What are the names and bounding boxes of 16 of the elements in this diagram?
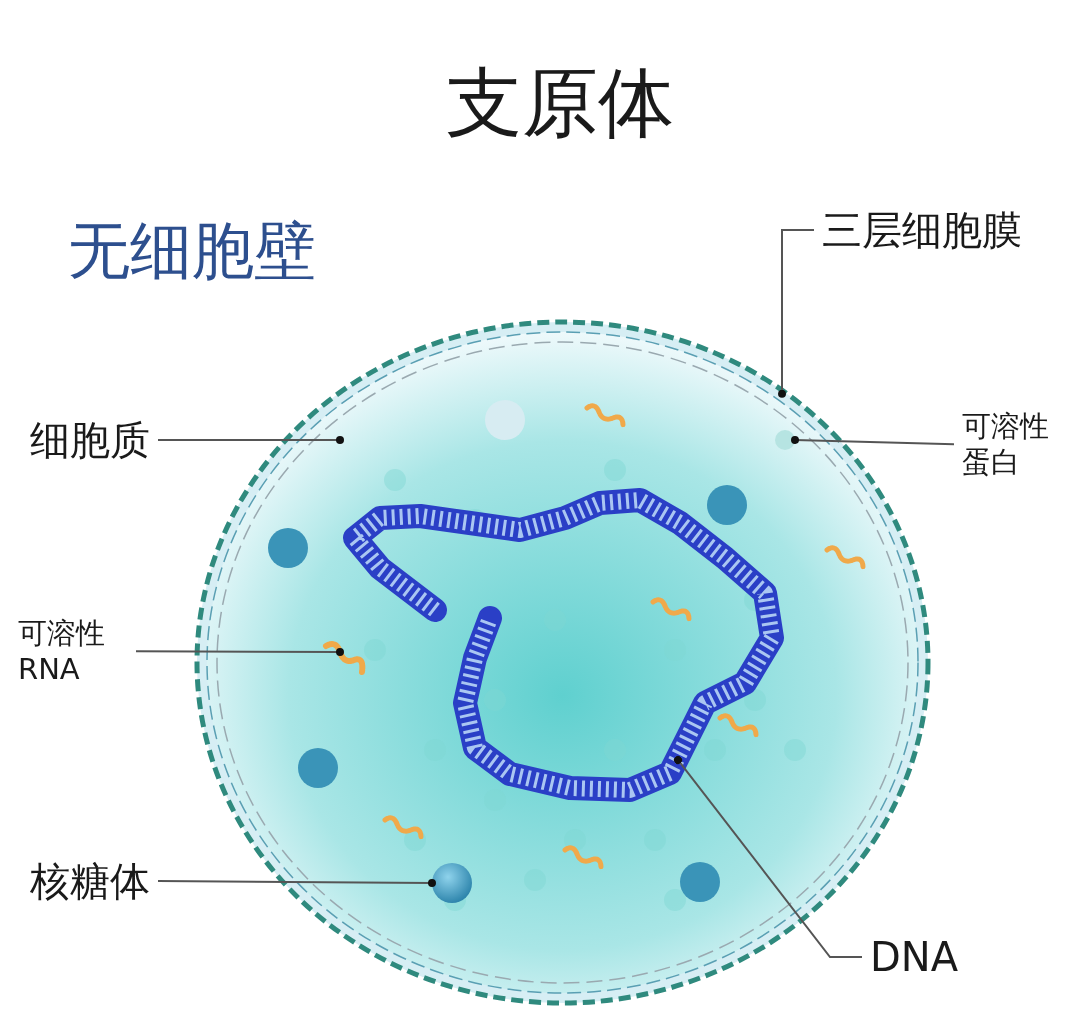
part-label: 可溶性蛋白 bbox=[962, 408, 1057, 481]
leader-line bbox=[778, 229, 815, 398]
subtitle: 无细胞壁 bbox=[68, 213, 316, 289]
ribosome-sphere bbox=[432, 863, 472, 903]
leader-line bbox=[791, 436, 955, 446]
leader-line bbox=[157, 879, 436, 887]
leader-line bbox=[135, 648, 344, 656]
part-label: 三层细胞膜 bbox=[822, 205, 1022, 255]
part-label: 核糖体 bbox=[30, 856, 150, 906]
leader-line bbox=[674, 756, 863, 958]
part-label: 细胞质 bbox=[30, 415, 150, 465]
protein-particle bbox=[775, 430, 795, 450]
leader-line bbox=[157, 436, 344, 444]
title: 支原体 bbox=[445, 57, 675, 149]
part-label: 可溶性 RNA bbox=[18, 615, 128, 688]
part-label: DNA bbox=[870, 932, 959, 982]
